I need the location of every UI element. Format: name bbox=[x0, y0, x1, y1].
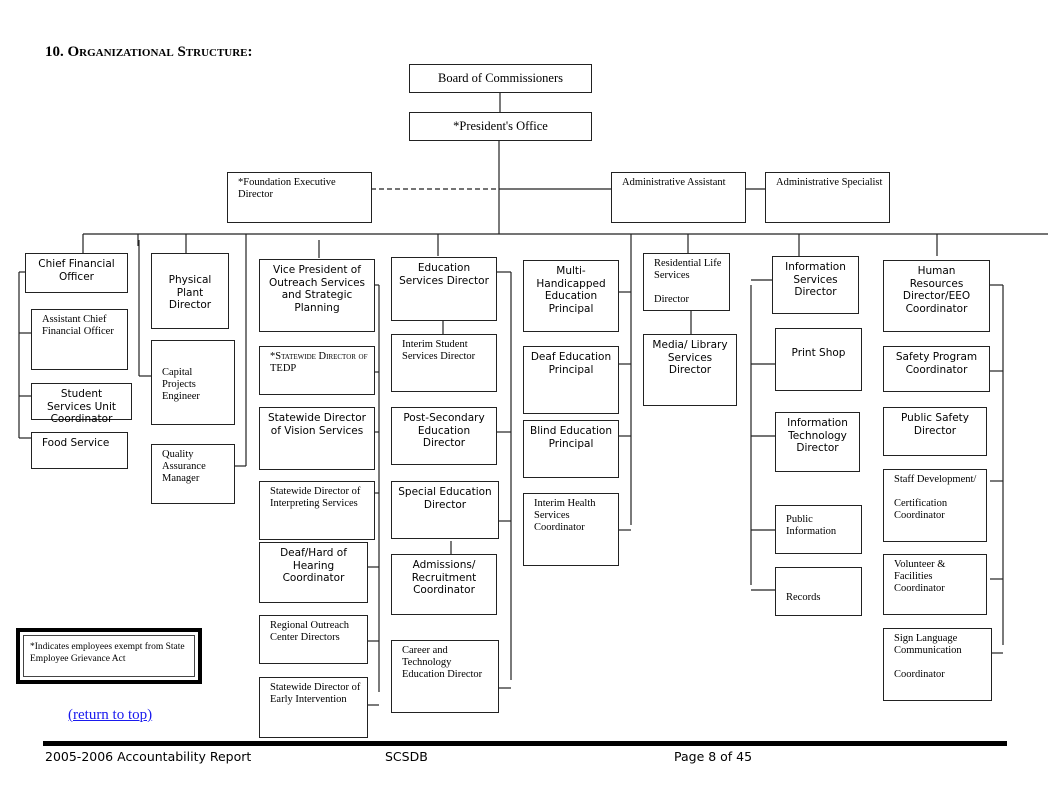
foundation-director-box: *Foundation Executive Director bbox=[227, 172, 372, 223]
food-service-box: Food Service bbox=[31, 432, 128, 469]
early-intervention-box: Statewide Director of Early Intervention bbox=[259, 677, 368, 738]
volunteer-facilities-box: Volunteer & Facilities Coordinator bbox=[883, 554, 987, 615]
section-title: 10. Organizational Structure: bbox=[45, 44, 253, 60]
capital-projects-box: Capital Projects Engineer bbox=[151, 340, 235, 425]
records-box: Records bbox=[775, 567, 862, 616]
board-of-commissioners-box: Board of Commissioners bbox=[409, 64, 592, 93]
physical-plant-box: Physical Plant Director bbox=[151, 253, 229, 329]
return-to-top-link[interactable]: (return to top) bbox=[68, 707, 153, 723]
post-secondary-box: Post-Secondary Education Director bbox=[391, 407, 497, 465]
information-technology-box: Information Technology Director bbox=[775, 412, 860, 472]
tedp-director-box: *Statewide Director of TEDP bbox=[259, 346, 375, 395]
deaf-hoh-coordinator-box: Deaf/Hard of Hearing Coordinator bbox=[259, 542, 368, 603]
footer-page-number: Page 8 of 45 bbox=[674, 749, 753, 764]
safety-program-box: Safety Program Coordinator bbox=[883, 346, 990, 392]
footer-divider bbox=[43, 741, 1007, 746]
deaf-education-box: Deaf Education Principal bbox=[523, 346, 619, 414]
vision-services-box: Statewide Director of Vision Services bbox=[259, 407, 375, 470]
public-information-box: Public Information bbox=[775, 505, 862, 554]
education-services-box: Education Services Director bbox=[391, 257, 497, 321]
human-resources-box: Human Resources Director/EEO Coordinator bbox=[883, 260, 990, 332]
blind-education-box: Blind Education Principal bbox=[523, 420, 619, 478]
residential-life-box: Residential Life Services Director bbox=[643, 253, 730, 311]
interpreting-services-box: Statewide Director of Interpreting Servi… bbox=[259, 481, 375, 540]
student-services-unit-box: Student Services Unit Coordinator bbox=[31, 383, 132, 425]
print-shop-box: Print Shop bbox=[775, 328, 862, 391]
cfo-box: Chief Financial Officer bbox=[25, 253, 128, 293]
footer-report-title: 2005-2006 Accountability Report bbox=[45, 749, 252, 764]
staff-development-box: Staff Development/ Certification Coordin… bbox=[883, 469, 987, 542]
legend-text: *Indicates employees exempt from State E… bbox=[23, 635, 195, 677]
asst-cfo-box: Assistant Chief Financial Officer bbox=[31, 309, 128, 370]
interim-student-services-box: Interim Student Services Director bbox=[391, 334, 497, 392]
footer-org: SCSDB bbox=[385, 749, 428, 764]
information-services-box: Information Services Director bbox=[772, 256, 859, 314]
interim-health-box: Interim Health Services Coordinator bbox=[523, 493, 619, 566]
admissions-box: Admissions/ Recruitment Coordinator bbox=[391, 554, 497, 615]
regional-outreach-box: Regional Outreach Center Directors bbox=[259, 615, 368, 664]
presidents-office-box: *President's Office bbox=[409, 112, 592, 141]
special-education-box: Special Education Director bbox=[391, 481, 499, 539]
vp-outreach-box: Vice President of Outreach Services and … bbox=[259, 259, 375, 332]
quality-assurance-box: Quality Assurance Manager bbox=[151, 444, 235, 504]
public-safety-box: Public Safety Director bbox=[883, 407, 987, 456]
admin-specialist-box: Administrative Specialist bbox=[765, 172, 890, 223]
admin-assistant-box: Administrative Assistant bbox=[611, 172, 746, 223]
legend-box: *Indicates employees exempt from State E… bbox=[16, 628, 202, 684]
career-technology-box: Career and Technology Education Director bbox=[391, 640, 499, 713]
media-library-box: Media/ Library Services Director bbox=[643, 334, 737, 406]
multi-handicapped-box: Multi-Handicapped Education Principal bbox=[523, 260, 619, 332]
sign-language-box: Sign Language Communication Coordinator bbox=[883, 628, 992, 701]
